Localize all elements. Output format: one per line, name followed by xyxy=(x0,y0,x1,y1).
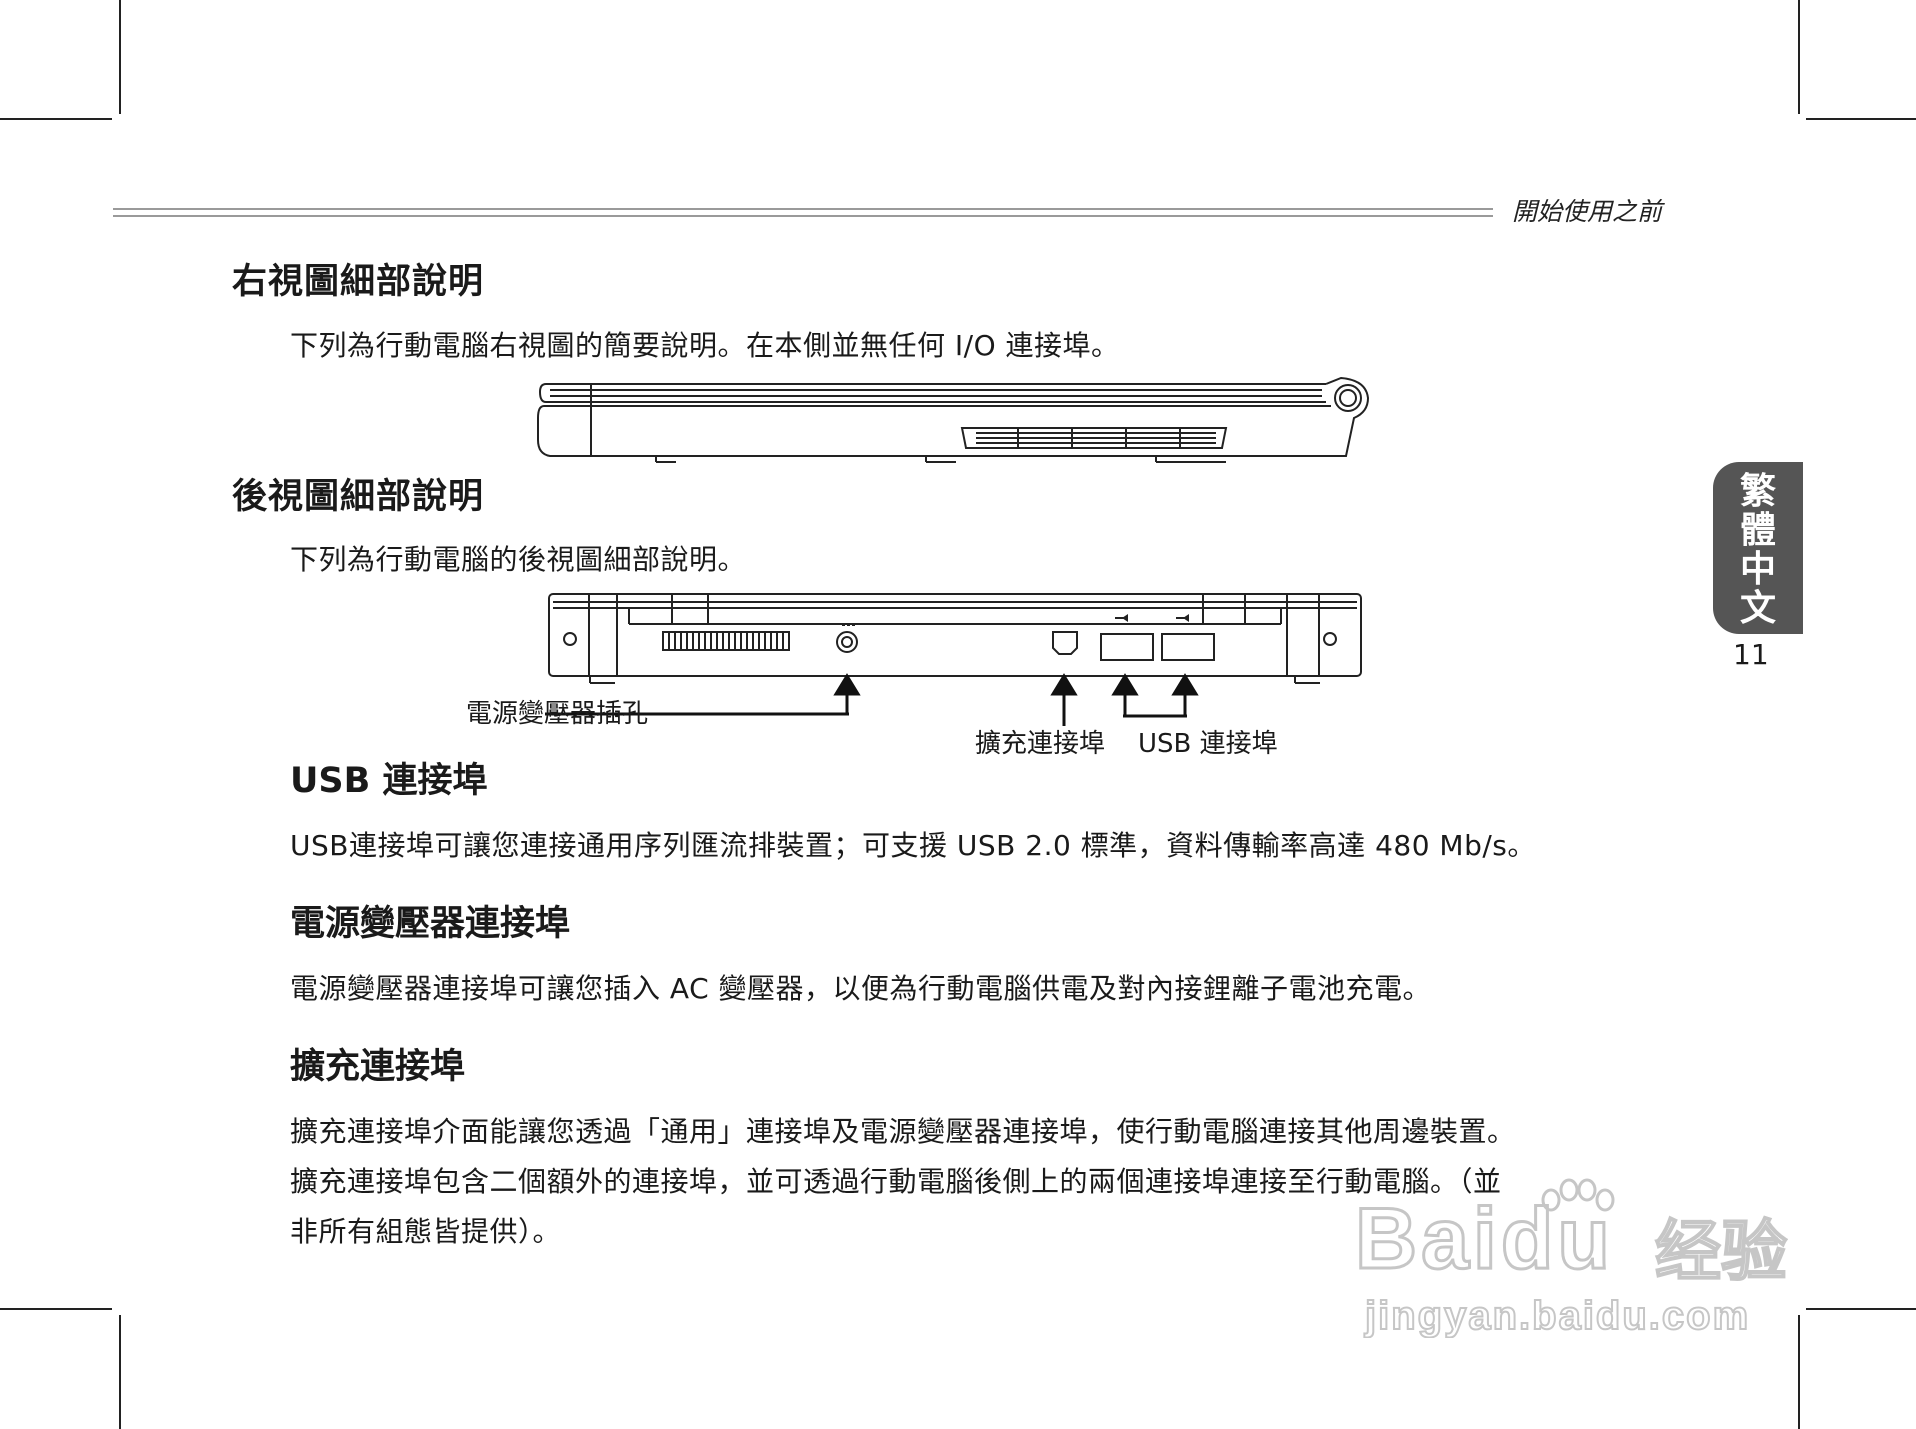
crop-mark-tl-h xyxy=(0,118,112,120)
laptop-rear-view-illustration xyxy=(545,593,1362,726)
rear-view-desc: 下列為行動電腦的後視圖細部說明。 xyxy=(290,543,747,576)
expansion-port-line-1: 擴充連接埠介面能讓您透過「通用」連接埠及電源變壓器連接埠，使行動電腦連接其他周邊… xyxy=(290,1115,1516,1148)
baidu-watermark: Baidu 经验 jingyan.baidu.com xyxy=(1354,1178,1795,1340)
watermark-url: jingyan.baidu.com xyxy=(1364,1293,1751,1339)
callout-power-jack: 電源變壓器插孔 xyxy=(466,699,649,729)
crop-mark-tr-h xyxy=(1806,118,1916,120)
crop-mark-bl-v xyxy=(119,1315,121,1429)
expansion-port-title: 擴充連接埠 xyxy=(290,1047,466,1087)
header-rule-bottom xyxy=(113,215,1493,217)
language-tab-char: 繁 xyxy=(1739,471,1776,512)
rear-view-title: 後視圖細部說明 xyxy=(232,477,485,517)
page-number: 11 xyxy=(1733,638,1769,671)
expansion-port-line-3: 非所有組態皆提供）。 xyxy=(290,1215,562,1248)
language-tab-char: 文 xyxy=(1739,588,1776,629)
paw-icon xyxy=(1541,1178,1615,1212)
right-view-title: 右視圖細部說明 xyxy=(232,262,485,302)
crop-mark-tl-v xyxy=(119,0,121,114)
language-tab-char: 中 xyxy=(1739,549,1776,590)
callout-expansion-port: 擴充連接埠 xyxy=(975,729,1106,759)
expansion-port-line-2: 擴充連接埠包含二個額外的連接埠，並可透過行動電腦後側上的兩個連接埠連接至行動電腦… xyxy=(290,1165,1502,1198)
usb-text: USB連接埠可讓您連接通用序列匯流排裝置；可支援 USB 2.0 標準，資料傳輸… xyxy=(290,829,1536,862)
usb-title: USB 連接埠 xyxy=(290,761,488,801)
language-tab-char: 體 xyxy=(1739,510,1776,551)
power-port-title: 電源變壓器連接埠 xyxy=(290,904,571,944)
callout-usb-port: USB 連接埠 xyxy=(1138,729,1278,759)
crop-mark-tr-v xyxy=(1798,0,1800,114)
crop-mark-br-v xyxy=(1798,1315,1800,1429)
watermark-product: 经验 xyxy=(1654,1212,1788,1291)
crop-mark-bl-h xyxy=(0,1308,112,1310)
crop-mark-br-h xyxy=(1806,1308,1916,1310)
right-view-desc: 下列為行動電腦右視圖的簡要說明。在本側並無任何 I/O 連接埠。 xyxy=(290,329,1120,362)
watermark-brand: Baidu xyxy=(1354,1190,1614,1289)
power-port-text: 電源變壓器連接埠可讓您插入 AC 變壓器，以便為行動電腦供電及對內接鋰離子電池充… xyxy=(290,972,1432,1005)
laptop-right-view-illustration xyxy=(537,376,1370,463)
header-section-title: 開始使用之前 xyxy=(1512,197,1663,226)
language-tab: 繁 體 中 文 xyxy=(1713,462,1803,634)
header-rule-top xyxy=(113,208,1493,210)
